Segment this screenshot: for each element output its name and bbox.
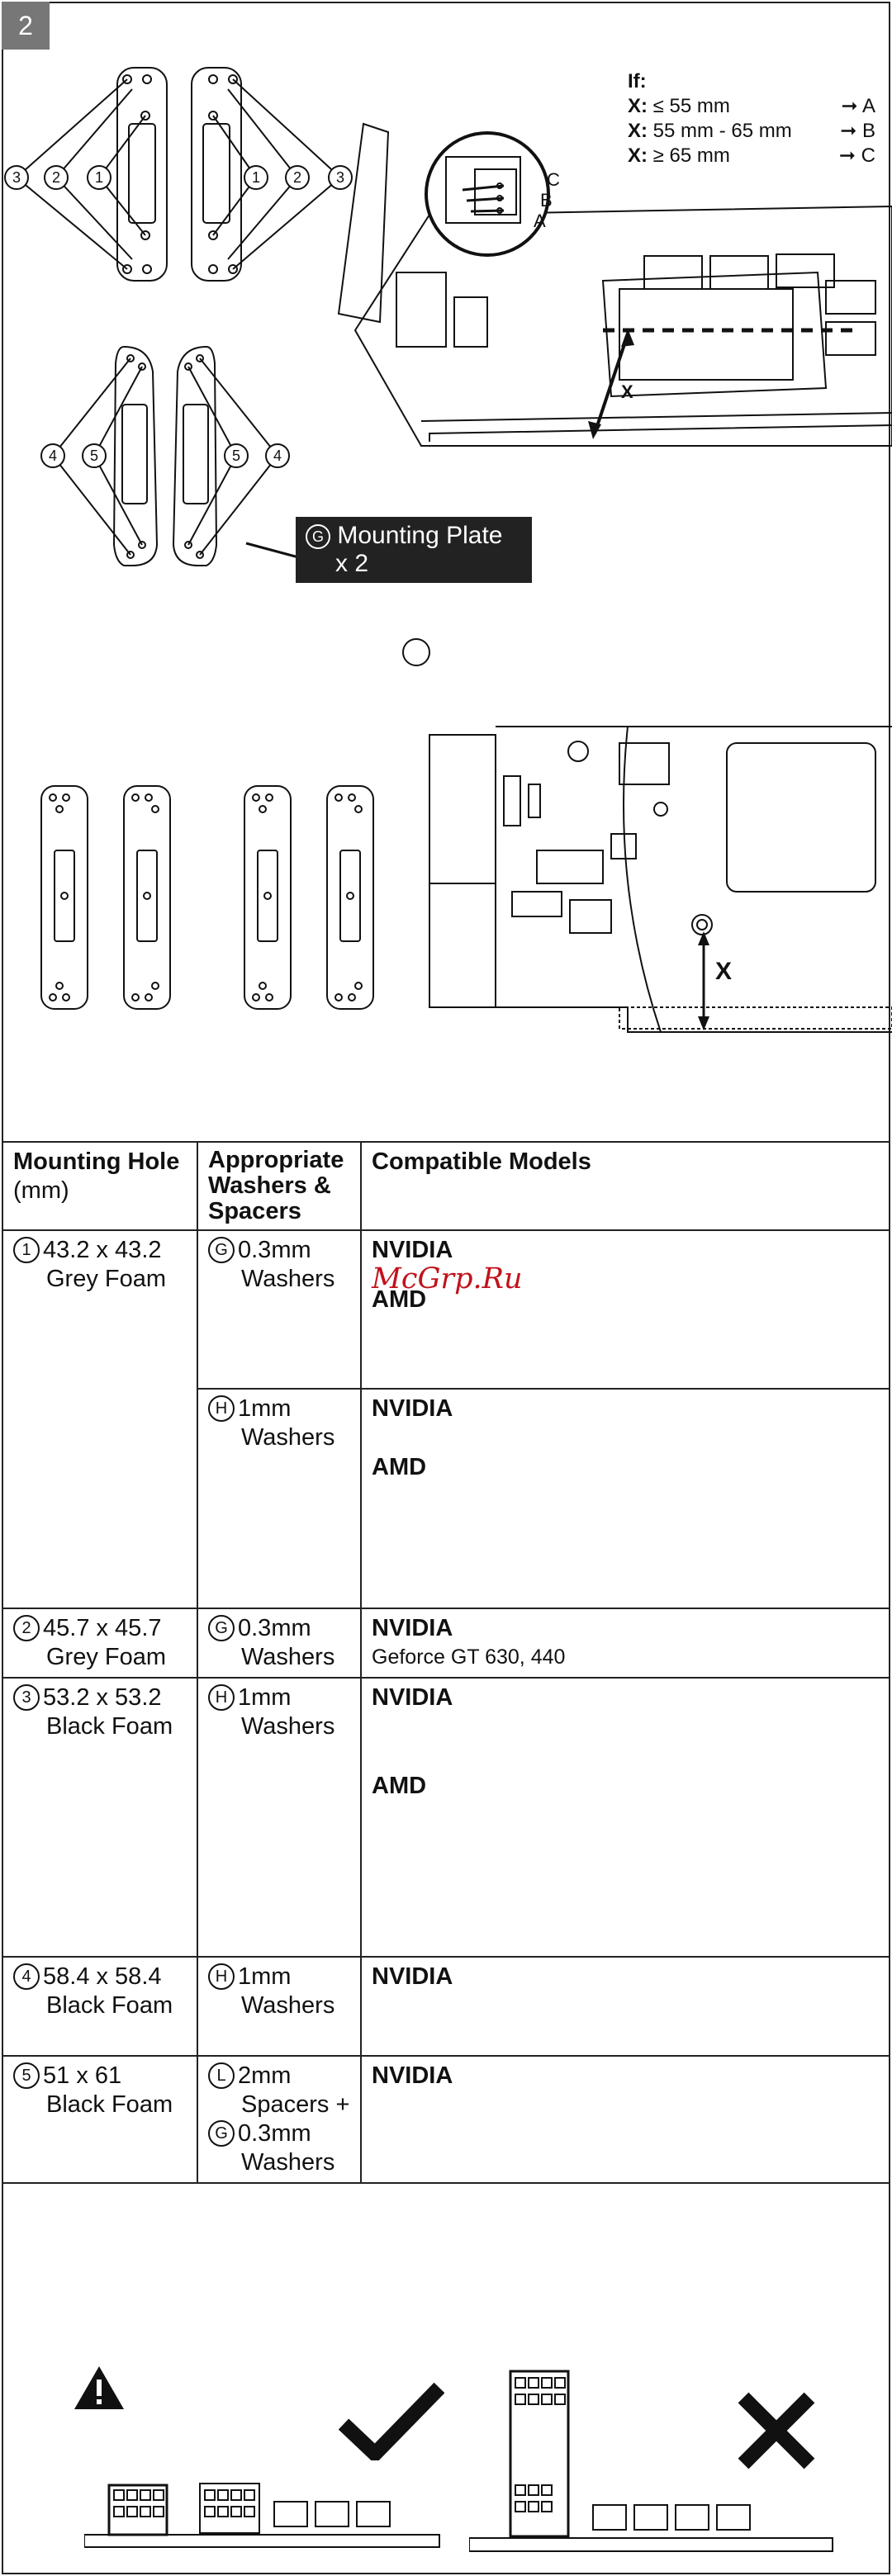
watermark: McGrp.Ru: [372, 1262, 523, 1295]
table-header-row: Mounting Hole(mm) Appropriate Washers & …: [2, 1141, 890, 1231]
mounting-plates-pattern-123: 3 2 1 1 2 3: [4, 67, 353, 282]
hole-number-1: 1: [95, 169, 103, 186]
graphics-card-top-view: X: [429, 726, 892, 1033]
hole-number-1: 1: [252, 169, 260, 186]
legend-row: X: 55 mm - 65 mm ➞ B: [628, 119, 875, 144]
legend-var: X:: [628, 144, 648, 167]
zoom-label-a: A: [534, 211, 546, 231]
mounting-plates-pattern-45: 4 5 5 4: [40, 345, 315, 566]
warning-triangle-icon: [74, 2366, 124, 2409]
hole-number-4: 4: [49, 447, 57, 464]
models-cell: NVIDIA: [360, 2055, 890, 2184]
callout-line-2: x 2: [335, 550, 369, 577]
callout-line-1: Mounting Plate: [337, 522, 503, 549]
incorrect-orientation-illustration: [469, 2370, 833, 2552]
correct-orientation-illustration: [84, 2483, 440, 2548]
hole-number-4: 4: [273, 447, 282, 464]
measure-label: X: [715, 958, 732, 985]
legend-condition: 55 mm - 65 mm: [652, 120, 792, 142]
legend-condition: ≥ 65 mm: [652, 144, 730, 167]
measure-label: X: [621, 381, 633, 402]
step-badge: 2: [2, 2, 50, 50]
zoom-label-c: C: [547, 169, 560, 190]
legend-var: X:: [628, 120, 648, 142]
legend-row: X: ≥ 65 mm ➞ C: [628, 144, 875, 168]
hole-number-3: 3: [336, 169, 344, 186]
power-connector-warning: [2, 2180, 890, 2574]
size-legend: If: X: ≤ 55 mm ➞ A X: 55 mm - 65 mm ➞ B …: [628, 69, 875, 168]
hole-number-5: 5: [90, 447, 98, 464]
graphics-card-illustration: C B A X: [337, 122, 892, 447]
header-mounting-hole: Mounting Hole(mm): [2, 1141, 198, 1231]
zoom-label-b: B: [540, 190, 553, 211]
mounting-plate-callout: G Mounting Plate x 2: [296, 517, 532, 583]
divider-circle-icon: [402, 638, 430, 666]
legend-condition: ≤ 55 mm: [652, 95, 730, 117]
header-washers: Appropriate Washers & Spacers: [197, 1141, 362, 1231]
legend-result: ➞ B: [840, 120, 875, 142]
legend-result: ➞ C: [838, 144, 875, 167]
hole-number-3: 3: [12, 169, 21, 186]
hole-number-2: 2: [52, 169, 60, 186]
legend-var: X:: [628, 95, 648, 117]
checkmark-icon: [339, 2382, 444, 2460]
mounting-plates-straight: [40, 785, 374, 1010]
hole-number-2: 2: [293, 169, 301, 186]
hole-number-5: 5: [232, 447, 240, 464]
cross-icon: [738, 2392, 815, 2469]
legend-row: X: ≤ 55 mm ➞ A: [628, 94, 875, 119]
washer-symbol: G: [306, 524, 330, 549]
header-compatible-models: Compatible Models: [360, 1141, 890, 1231]
compatibility-table: Mounting Hole(mm) Appropriate Washers & …: [2, 1141, 890, 2184]
legend-result: ➞ A: [841, 95, 875, 117]
legend-title: If:: [628, 70, 647, 92]
models-cell: NVIDIA: [360, 1956, 890, 2057]
